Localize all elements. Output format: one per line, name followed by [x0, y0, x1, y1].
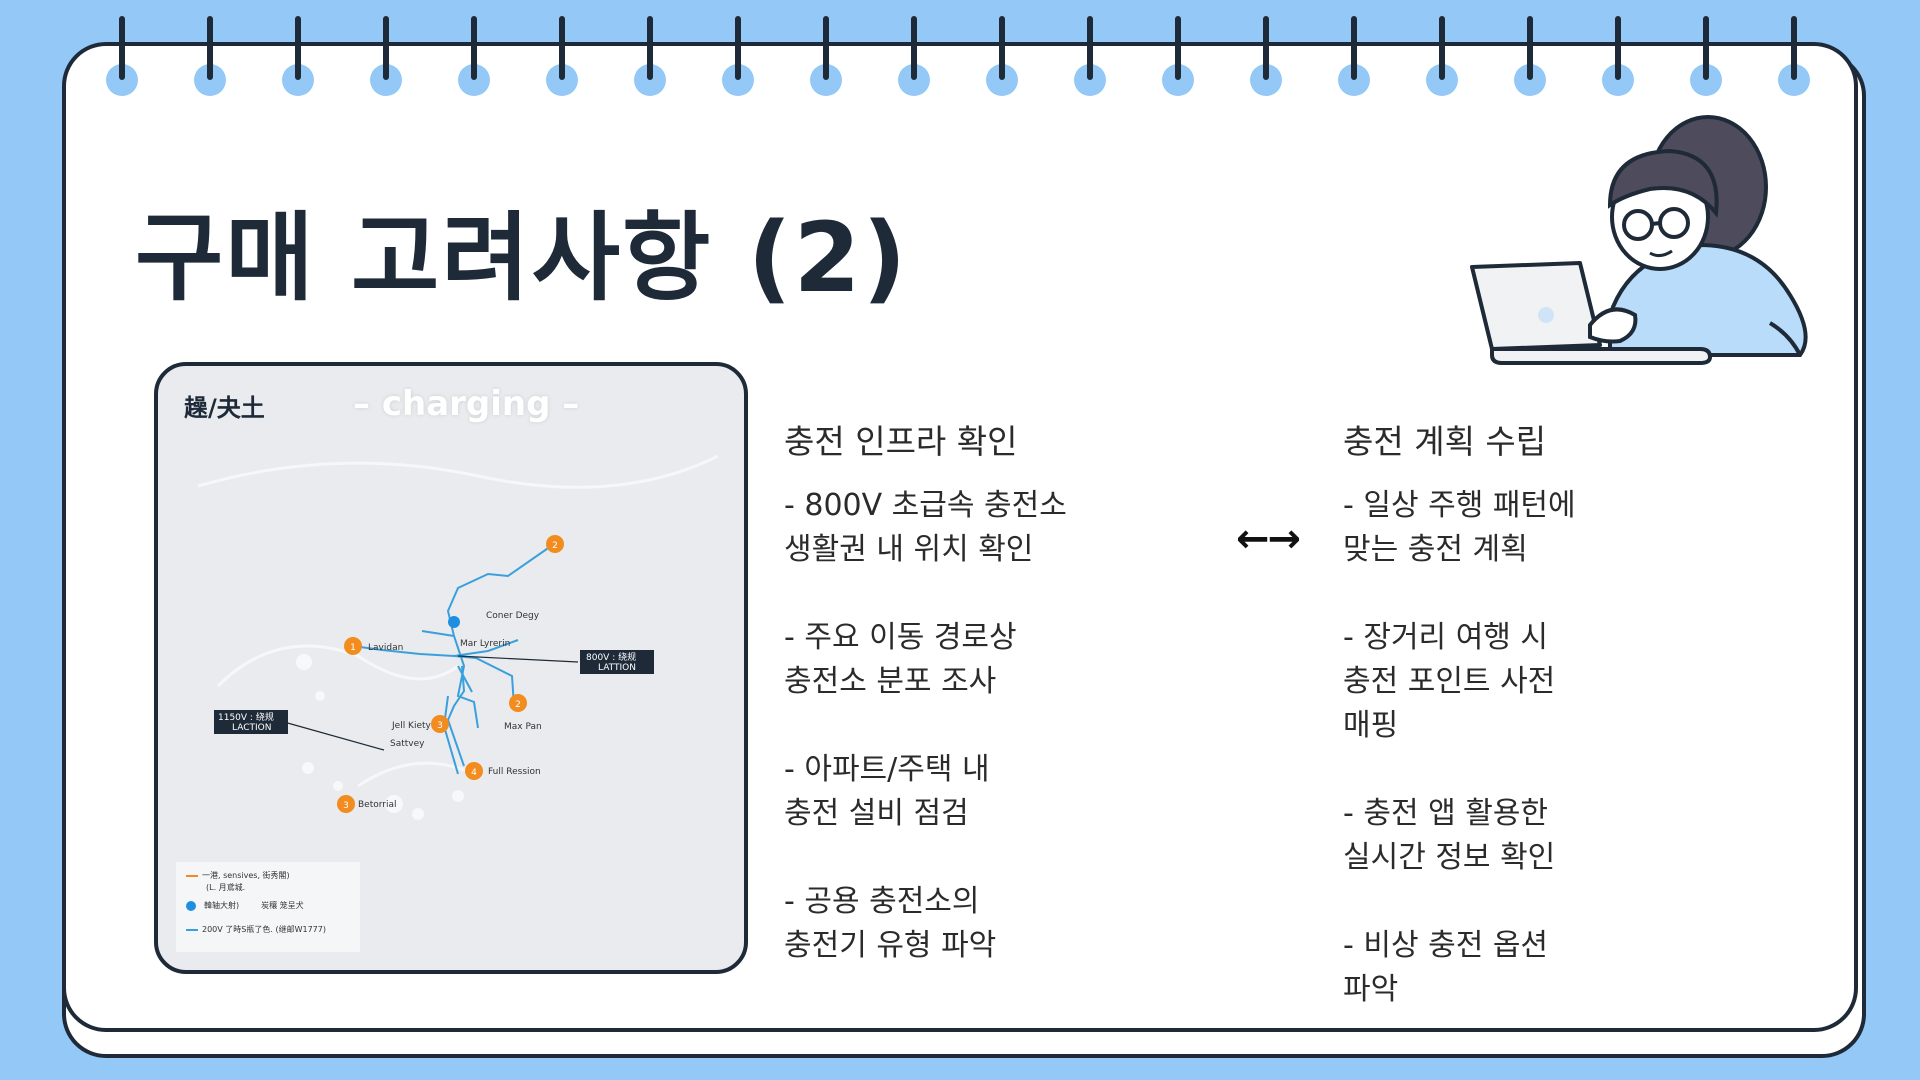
slide-title: 구매 고려사항 (2)	[135, 202, 909, 314]
list-item: - 일상 주행 패턴에 맞는 충전 계획	[1343, 488, 1576, 567]
charging-infra-column: 충전 인프라 확인 - 800V 초급속 충전소 생활권 내 위치 확인 - 주…	[784, 420, 1144, 1012]
spiral-ring	[1777, 16, 1811, 96]
list-item: - 주요 이동 경로상 충전소 분포 조사	[784, 620, 1017, 699]
blue-line-icon	[186, 928, 198, 931]
legend-row: 200V 了時S瓶了色. (继邮W1777)	[186, 924, 326, 935]
spiral-ring	[1513, 16, 1547, 96]
map-node: Sattvey	[390, 739, 425, 749]
callout-leader	[283, 721, 385, 751]
svg-text:800V : 绕规: 800V : 绕规	[586, 651, 636, 663]
list-item: - 비상 충전 옵션 파악	[1343, 928, 1549, 1007]
map-node: Mar Lyrerin	[460, 639, 510, 649]
callout-leader	[457, 655, 579, 663]
svg-text:3: 3	[343, 801, 349, 811]
map-canvas: 2 Coner Degy 1 Lavidan Mar Lyrerin 2 Max…	[197, 454, 719, 820]
charging-plan-column: 충전 계획 수립 - 일상 주행 패턴에 맞는 충전 계획 - 장거리 여행 시…	[1343, 420, 1703, 1056]
svg-text:Lavidan: Lavidan	[368, 643, 403, 653]
column-heading: 충전 계획 수립	[1343, 422, 1547, 461]
svg-text:LACTION: LACTION	[232, 723, 271, 733]
svg-text:Sattvey: Sattvey	[390, 739, 425, 749]
bidirectional-arrow-icon: ←→	[1236, 516, 1301, 562]
spiral-ring	[1337, 16, 1371, 96]
spiral-ring	[1601, 16, 1635, 96]
svg-text:Mar Lyrerin: Mar Lyrerin	[460, 639, 510, 649]
map-callout: 1150V : 绕规 LACTION	[214, 710, 288, 734]
svg-text:2: 2	[552, 541, 558, 551]
spiral-ring	[193, 16, 227, 96]
svg-text:3: 3	[437, 721, 443, 731]
spiral-ring	[281, 16, 315, 96]
svg-text:Coner Degy: Coner Degy	[486, 611, 540, 621]
svg-text:Jell Kiety: Jell Kiety	[391, 721, 432, 731]
spiral-ring	[809, 16, 843, 96]
spiral-ring	[1249, 16, 1283, 96]
spiral-ring	[985, 16, 1019, 96]
spiral-binding	[0, 0, 1920, 100]
svg-text:1150V : 绕规: 1150V : 绕规	[218, 711, 274, 723]
column-heading: 충전 인프라 확인	[784, 422, 1018, 461]
map-watermark: – charging –	[353, 384, 580, 424]
svg-text:LATTION: LATTION	[598, 663, 636, 673]
map-node: 2 Max Pan	[504, 694, 542, 732]
spiral-ring	[369, 16, 403, 96]
legend-row: 一港, sensives, 街秀閣)	[186, 870, 290, 881]
spiral-ring	[633, 16, 667, 96]
list-item: - 800V 초급속 충전소 생활권 내 위치 확인	[784, 488, 1067, 567]
spiral-ring	[457, 16, 491, 96]
svg-text:Betorrial: Betorrial	[358, 800, 397, 810]
spiral-ring	[1161, 16, 1195, 96]
charging-map: 2 Coner Degy 1 Lavidan Mar Lyrerin 2 Max…	[154, 362, 748, 974]
legend-row: 韓轴大射)炭穰 笼呈犬	[186, 900, 304, 911]
spiral-ring	[1689, 16, 1723, 96]
svg-text:Full Ression: Full Ression	[488, 767, 541, 777]
map-node: 2	[546, 535, 564, 553]
map-node: 3 Betorrial	[337, 795, 397, 813]
list-item: - 아파트/주택 내 충전 설비 점검	[784, 752, 990, 831]
orange-line-icon	[186, 874, 198, 877]
svg-text:Max Pan: Max Pan	[504, 722, 542, 732]
list-item: - 장거리 여행 시 충전 포인트 사전 매핑	[1343, 620, 1556, 743]
spiral-ring	[545, 16, 579, 96]
svg-text:2: 2	[515, 700, 521, 710]
map-callout: 800V : 绕规 LATTION	[580, 650, 654, 674]
spiral-ring	[721, 16, 755, 96]
list-item: - 공용 충전소의 충전기 유형 파악	[784, 884, 997, 963]
map-node: 1 Lavidan	[344, 637, 403, 655]
spiral-ring	[105, 16, 139, 96]
list-item: - 충전 앱 활용한 실시간 정보 확인	[1343, 796, 1556, 875]
spiral-ring	[1425, 16, 1459, 96]
map-node: Coner Degy	[448, 611, 540, 628]
svg-text:1: 1	[350, 643, 356, 653]
map-node: 3 Jell Kiety	[391, 715, 449, 733]
blue-dot-icon	[186, 900, 196, 911]
woman-with-laptop-illustration	[1470, 115, 1808, 365]
legend-row-sub: (L. 月鳶城.	[206, 883, 246, 892]
spiral-ring	[1073, 16, 1107, 96]
map-title-label: 趮/夬土	[184, 394, 265, 422]
map-legend: 一港, sensives, 街秀閣) (L. 月鳶城. 韓轴大射)炭穰 笼呈犬 …	[176, 862, 360, 952]
map-node: 4 Full Ression	[465, 762, 541, 780]
spiral-ring	[897, 16, 931, 96]
svg-text:4: 4	[471, 768, 477, 778]
